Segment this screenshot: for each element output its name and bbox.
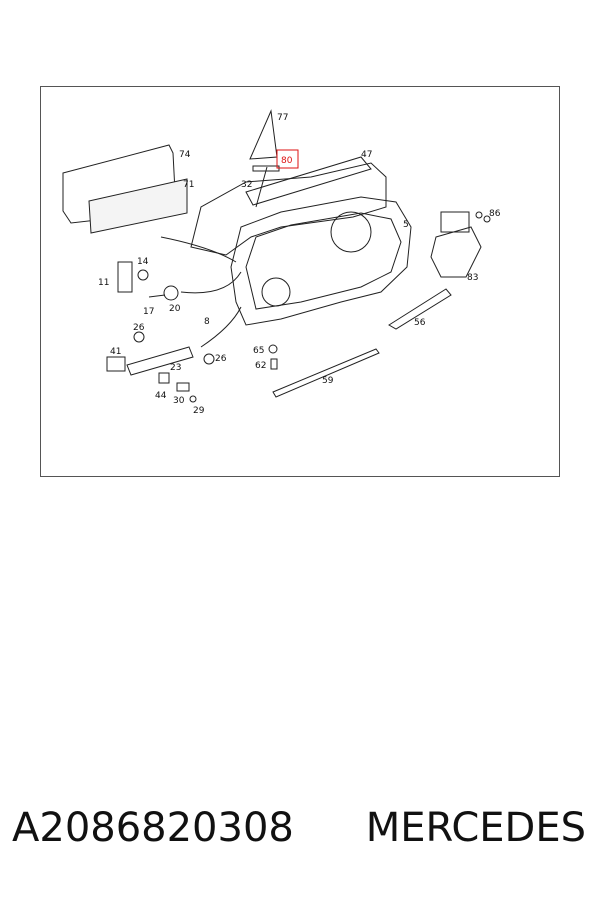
callout-65: 65 bbox=[253, 346, 264, 356]
brand-label: MERCEDES bbox=[365, 805, 586, 851]
part-77-shape bbox=[249, 109, 278, 160]
callout-47: 47 bbox=[361, 150, 372, 160]
leader-line-23 bbox=[200, 306, 242, 348]
part-30-shape bbox=[176, 382, 190, 392]
highlight-box-80 bbox=[276, 149, 299, 169]
part-11-shape bbox=[117, 261, 133, 293]
callout-23: 23 bbox=[170, 363, 181, 373]
part-26a-shape bbox=[133, 331, 145, 343]
callout-20: 20 bbox=[169, 304, 181, 314]
callout-26b: 26 bbox=[215, 354, 227, 364]
part-41-shape bbox=[106, 356, 126, 372]
callout-14: 14 bbox=[137, 257, 149, 267]
callout-71: 71 bbox=[183, 180, 194, 190]
door-shell-shape bbox=[230, 196, 412, 326]
caption-bar: A2086820308 MERCEDES bbox=[0, 805, 600, 865]
screw-86b-shape bbox=[483, 215, 491, 223]
part-29-shape bbox=[189, 395, 197, 403]
part-47-shape bbox=[245, 156, 372, 206]
callout-56: 56 bbox=[414, 318, 426, 328]
part-32-shape bbox=[190, 162, 387, 256]
callout-77: 77 bbox=[277, 113, 288, 123]
callout-80: 80 bbox=[281, 156, 293, 166]
callout-62: 62 bbox=[255, 361, 266, 371]
part-83-shape bbox=[430, 226, 482, 278]
callout-44: 44 bbox=[155, 391, 167, 401]
screw-86-shape bbox=[475, 211, 483, 219]
leader-line-71 bbox=[160, 236, 237, 263]
callout-41: 41 bbox=[110, 347, 121, 357]
part-44-shape bbox=[158, 372, 170, 384]
callout-5: 5 bbox=[403, 220, 409, 230]
callout-59: 59 bbox=[322, 376, 334, 386]
part-26b-shape bbox=[203, 353, 215, 365]
callout-26: 26 bbox=[133, 323, 145, 333]
door-exploded-diagram: 77 80 74 71 47 32 5 86 83 14 11 17 20 8 … bbox=[62, 109, 501, 416]
part-23-shape bbox=[126, 346, 194, 376]
leader-line-20 bbox=[180, 271, 242, 294]
part-20-shape bbox=[163, 285, 179, 301]
callout-74: 74 bbox=[179, 150, 191, 160]
part-59-shape bbox=[272, 348, 380, 398]
leader-line-80 bbox=[255, 166, 268, 208]
callout-32: 32 bbox=[241, 180, 252, 190]
parts-diagram-frame: 77 80 74 71 47 32 5 86 83 14 11 17 20 8 … bbox=[40, 86, 560, 477]
callout-83: 83 bbox=[467, 273, 478, 283]
part-56-shape bbox=[388, 288, 452, 330]
callout-29: 29 bbox=[193, 406, 205, 416]
part-62-shape bbox=[270, 358, 278, 370]
part-65-shape bbox=[268, 344, 278, 354]
mirror-mount-shape bbox=[440, 211, 470, 233]
callout-30: 30 bbox=[173, 396, 185, 406]
part-number-label: A2086820308 bbox=[12, 805, 294, 851]
window-regulator-shape bbox=[330, 211, 372, 253]
speaker-shape bbox=[261, 277, 291, 307]
callout-8: 8 bbox=[204, 317, 210, 327]
callout-86: 86 bbox=[489, 209, 501, 219]
callout-11: 11 bbox=[98, 278, 109, 288]
part-14-shape bbox=[137, 269, 149, 281]
door-inner-shape bbox=[245, 212, 402, 310]
callout-17: 17 bbox=[143, 307, 154, 317]
part-17-shape bbox=[148, 294, 166, 298]
part-71-shape bbox=[88, 178, 188, 234]
